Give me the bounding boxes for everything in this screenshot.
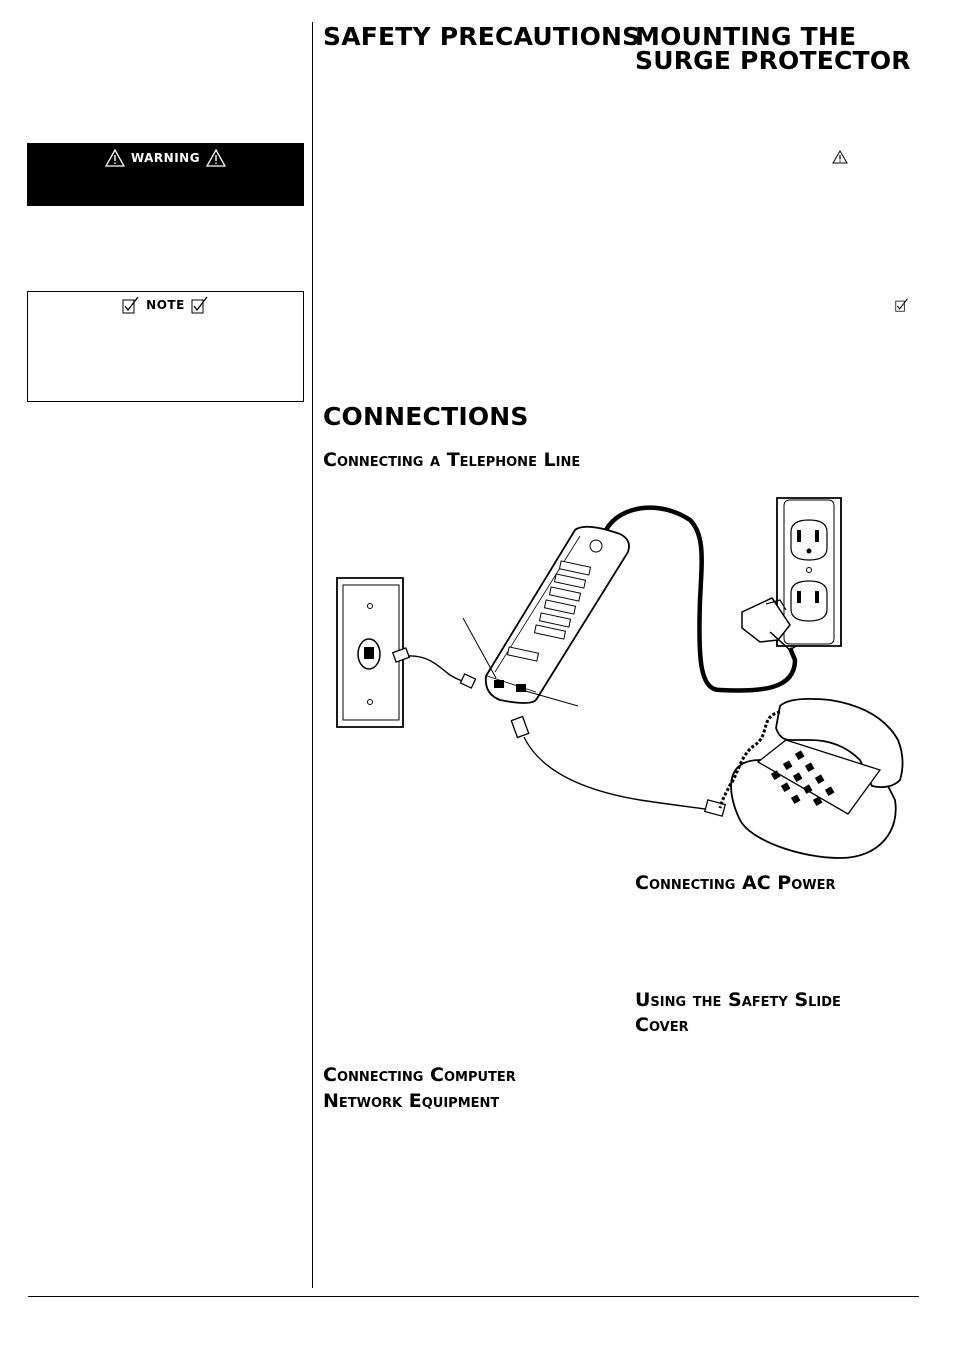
ac-power-subheading: Connecting AC Power	[635, 872, 836, 894]
telephone	[718, 697, 904, 859]
ac-power-cord	[604, 505, 798, 693]
slide-cover-subheading-line1: Using the Safety Slide	[635, 989, 841, 1011]
note-check-icon	[191, 296, 208, 314]
warning-header: WARNING	[27, 149, 304, 167]
note-header: NOTE	[27, 296, 304, 314]
warning-triangle-icon	[206, 149, 227, 167]
column-divider	[312, 22, 313, 1288]
note-check-icon	[122, 296, 139, 314]
warning-box	[27, 143, 304, 206]
phone-cord-line-out	[510, 715, 727, 817]
connection-illustration	[336, 497, 904, 859]
network-subheading-line2: Network Equipment	[323, 1090, 500, 1112]
mounting-heading-line1: MOUNTING THE	[635, 22, 857, 51]
wall-outlet	[776, 497, 842, 647]
note-check-icon	[895, 298, 908, 312]
safety-heading: SAFETY PRECAUTIONS	[323, 22, 641, 51]
note-box	[27, 291, 304, 402]
callout-line-in	[462, 617, 497, 679]
wall-phone-jack	[336, 577, 404, 728]
telephone-subheading: Connecting a Telephone Line	[323, 449, 581, 471]
slide-cover-subheading-line2: Cover	[635, 1014, 689, 1036]
warning-triangle-icon	[832, 150, 848, 164]
phone-cord-line-in	[391, 647, 477, 689]
mounting-heading-line2: SURGE PROTECTOR	[635, 46, 911, 75]
warning-triangle-icon	[104, 149, 125, 167]
network-subheading-line1: Connecting Computer	[323, 1064, 516, 1086]
surge-protector	[484, 525, 630, 704]
warning-label: WARNING	[130, 151, 201, 165]
connections-heading: CONNECTIONS	[323, 402, 529, 431]
callout-line-out	[521, 689, 579, 707]
footer-rule	[28, 1296, 919, 1297]
ac-plug	[741, 597, 797, 651]
note-label: NOTE	[146, 298, 185, 312]
